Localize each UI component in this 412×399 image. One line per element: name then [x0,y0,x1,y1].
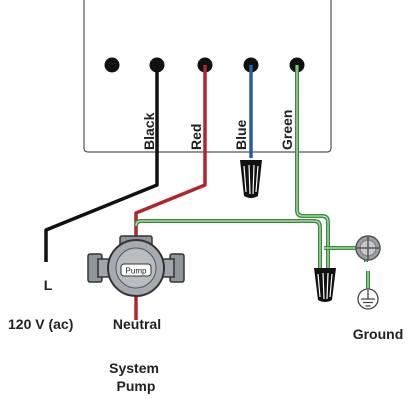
system-pump-label-line-1: System [109,360,159,376]
terminal-label-red: Red [188,124,204,150]
neutral-label: Neutral [113,316,161,332]
pump-icon: Pump [87,235,185,297]
terminal-dot-1 [104,57,120,73]
system-pump-label: System Pump [109,360,163,394]
control-panel-box [83,0,332,153]
ground-label: Ground [353,326,404,342]
pump-badge-label: Pump [126,267,147,276]
ground-symbol-icon [357,288,379,310]
green-wire-group [134,65,370,290]
junction-box-icon [355,235,381,261]
line-label: L [44,277,53,293]
blue-wire-nut-icon [240,160,262,198]
pump-badge [120,263,152,277]
voltage-label: 120 V (ac) [8,316,73,332]
terminal-label-green: Green [279,110,295,150]
system-pump-label-line-2: Pump [117,378,156,394]
black-wire [44,65,159,262]
terminal-label-black: Black [141,112,157,150]
green-wire-nut-icon [314,268,336,302]
terminal-label-blue: Blue [233,119,249,150]
